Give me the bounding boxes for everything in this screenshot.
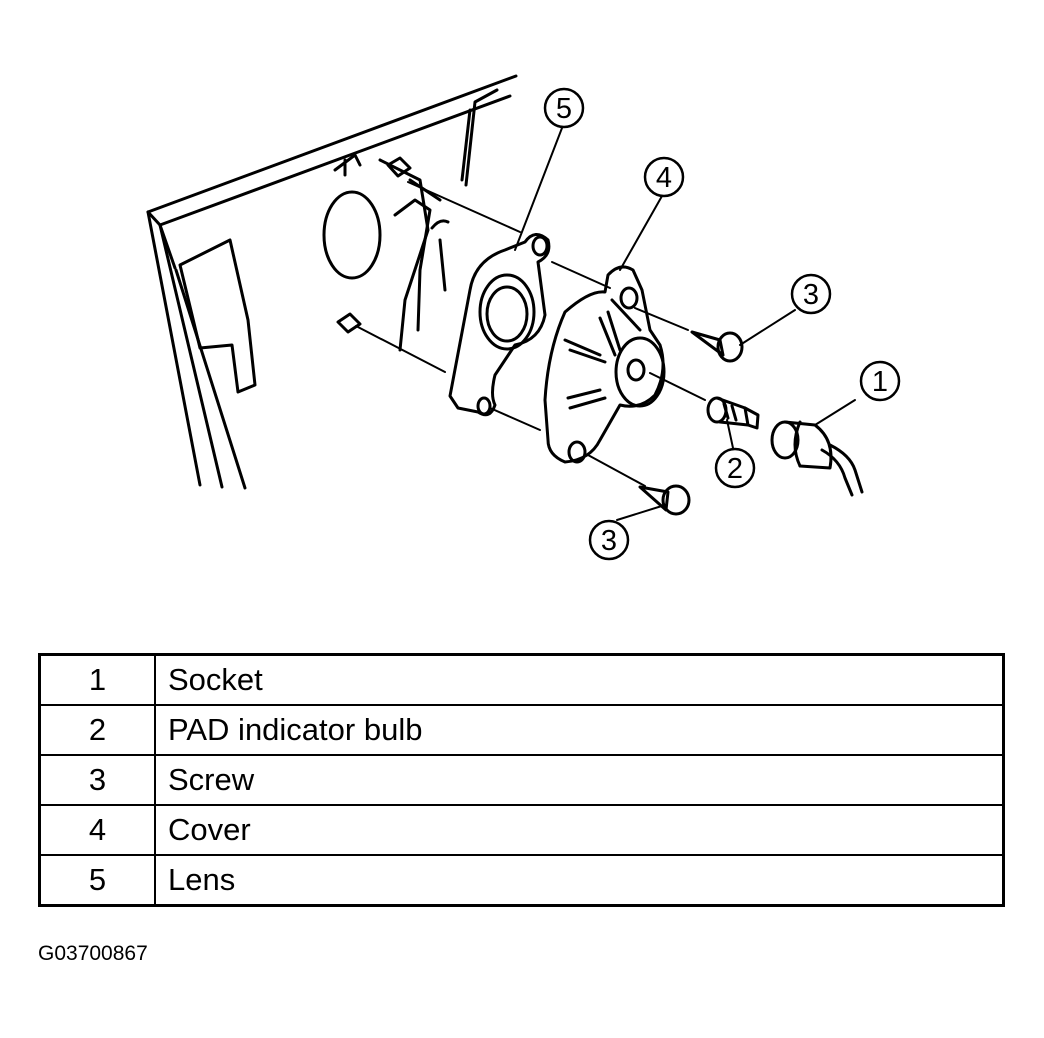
table-row: 1 Socket: [38, 653, 1005, 706]
bulb-part: [706, 396, 760, 430]
callout-5: 5: [556, 93, 572, 125]
figure-code: G03700867: [38, 942, 148, 965]
assembly-guide-lines: [355, 181, 706, 487]
part-number: 2: [38, 704, 156, 756]
part-description: Screw: [154, 754, 1005, 806]
lens-part: [448, 233, 551, 417]
callout-2: 2: [727, 453, 743, 485]
table-row: 5 Lens: [38, 854, 1005, 907]
callout-3-upper: 3: [803, 279, 819, 311]
screw-part-upper: [690, 330, 744, 363]
part-description: PAD indicator bulb: [154, 704, 1005, 756]
table-row: 2 PAD indicator bulb: [38, 704, 1005, 756]
parts-legend-table: 1 Socket 2 PAD indicator bulb 3 Screw 4 …: [38, 653, 1005, 907]
part-description: Cover: [154, 804, 1005, 856]
callout-circles: [543, 87, 901, 561]
part-number: 4: [38, 804, 156, 856]
part-description: Socket: [154, 653, 1005, 706]
callout-1: 1: [872, 366, 888, 398]
leader-lines: [514, 127, 856, 521]
socket-part: [770, 420, 864, 497]
part-number: 3: [38, 754, 156, 806]
screw-part-lower: [638, 484, 691, 516]
dashboard-panel: [146, 74, 518, 490]
table-row: 3 Screw: [38, 754, 1005, 806]
table-row: 4 Cover: [38, 804, 1005, 856]
callout-3-lower: 3: [601, 525, 617, 557]
part-number: 5: [38, 854, 156, 907]
exploded-view-diagram: 5 4 3 1 2 3: [146, 74, 901, 561]
callout-4: 4: [656, 162, 672, 194]
cover-part: [543, 265, 666, 464]
part-description: Lens: [154, 854, 1005, 907]
part-number: 1: [38, 653, 156, 706]
